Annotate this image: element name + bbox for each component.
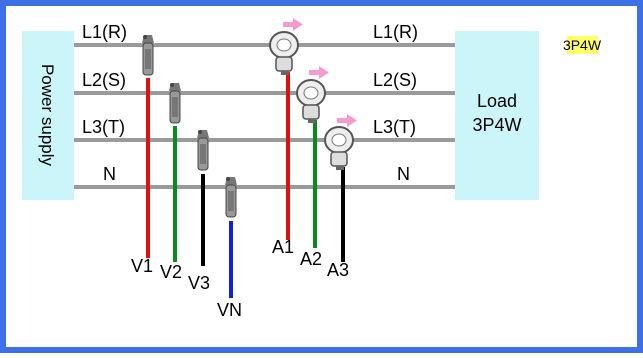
current-clamp-icon [296, 79, 326, 123]
voltage-clip-icon [197, 130, 209, 171]
voltage-clip-icon [169, 83, 181, 124]
voltage-probe-label-v2: V2 [160, 262, 182, 282]
current-direction-arrow-icon [337, 114, 357, 127]
line-label-right-n: N [397, 164, 410, 184]
current-direction-arrow-icon [309, 66, 329, 79]
current-direction-arrow-icon [283, 18, 303, 31]
load-box [455, 31, 539, 200]
voltage-probe-label-v1: V1 [131, 256, 153, 276]
line-label-right-l3: L3(T) [373, 117, 416, 137]
line-label-right-l1: L1(R) [373, 22, 418, 42]
line-label-left-l1: L1(R) [82, 22, 127, 42]
load-label: Load [477, 91, 517, 111]
line-label-left-l3: L3(T) [82, 117, 125, 137]
voltage-clip-icon [142, 35, 154, 76]
voltage-probe-label-vn: VN [217, 300, 242, 320]
current-clamp-icon [324, 126, 354, 170]
wiring-badge [567, 36, 598, 54]
power-supply-box [22, 31, 74, 200]
voltage-clip-icon [225, 177, 237, 218]
current-clamp-label-a3: A3 [327, 260, 349, 280]
current-clamp-icon [269, 31, 299, 75]
line-label-right-l2: L2(S) [373, 70, 417, 90]
current-clamp-label-a1: A1 [272, 237, 294, 257]
wiring-badge-label: 3P4W [563, 37, 602, 53]
line-label-left-n: N [103, 164, 116, 184]
current-clamp-label-a2: A2 [300, 249, 322, 269]
power-supply-label: Power supply [38, 64, 57, 167]
load-wiring-label: 3P4W [472, 115, 521, 135]
voltage-probe-label-v3: V3 [188, 273, 210, 293]
line-label-left-l2: L2(S) [82, 70, 126, 90]
